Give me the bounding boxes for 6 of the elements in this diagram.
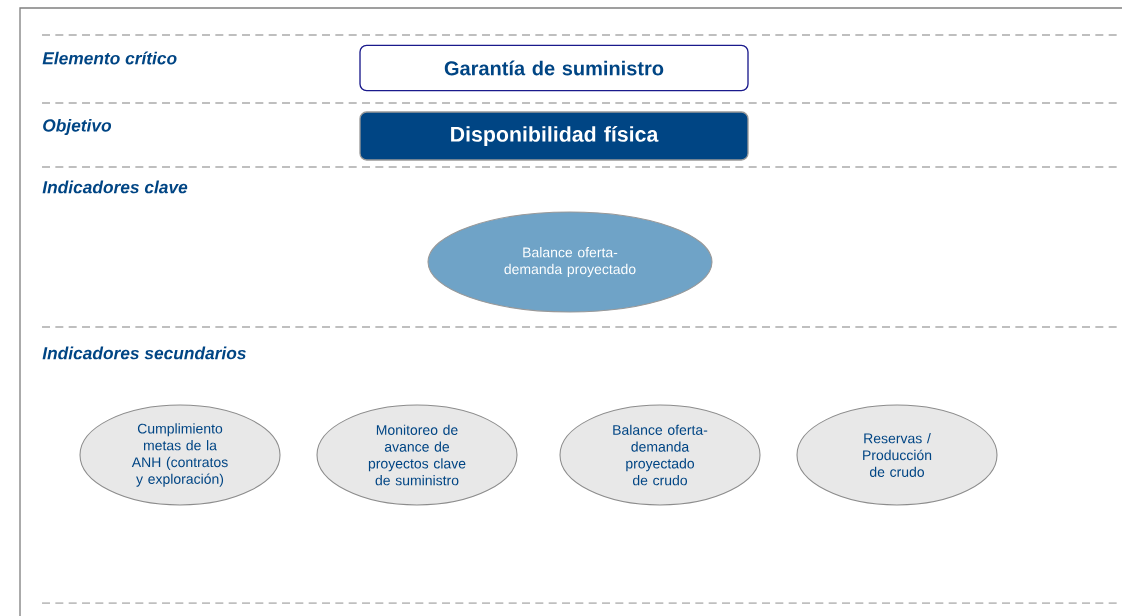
element-box: Garantía de suministro xyxy=(359,44,749,92)
section-heading: Elemento crítico xyxy=(42,51,177,65)
section-heading: Indicadores clave xyxy=(42,180,188,194)
section-heading: Indicadores secundarios xyxy=(42,346,246,360)
objective-box: Disponibilidad física xyxy=(359,111,749,161)
section-heading: Objetivo xyxy=(43,118,112,136)
